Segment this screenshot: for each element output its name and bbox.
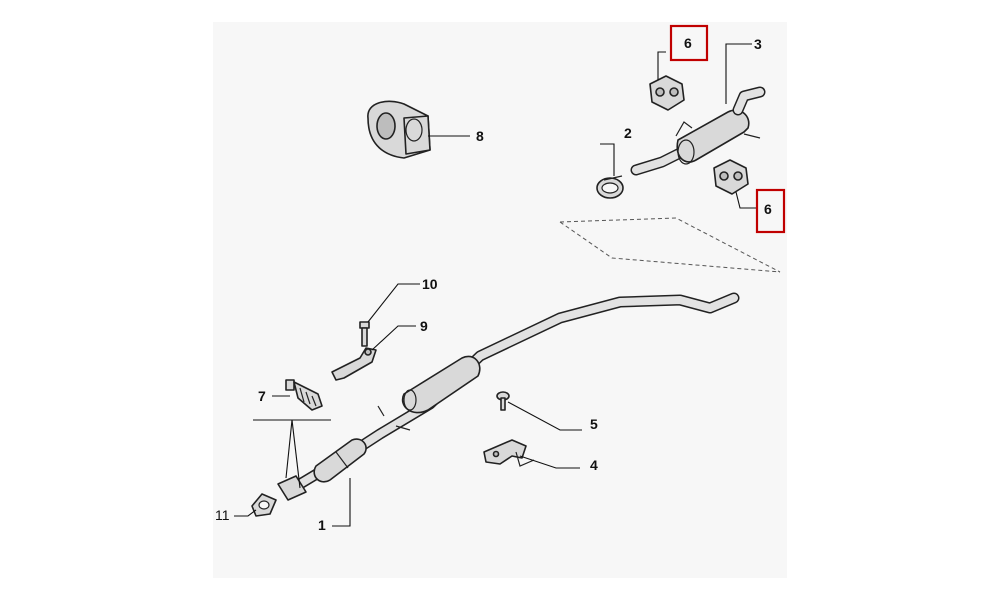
part-7-spring-bolt[interactable]: [285, 379, 323, 411]
callout-1: 1: [318, 517, 326, 533]
leader-lines: [234, 43, 758, 527]
part-10-bolt[interactable]: [359, 321, 370, 347]
callout-9: 9: [420, 318, 428, 334]
part-11-gasket[interactable]: [251, 493, 277, 517]
callout-11: 11: [215, 507, 230, 523]
part-3-rear-muffler[interactable]: [630, 86, 766, 176]
callout-10: 10: [422, 276, 438, 292]
highlight-box-top: [669, 24, 709, 62]
part-5-screw[interactable]: [496, 391, 510, 411]
part-6-hanger-top[interactable]: [649, 75, 685, 111]
callout-3: 3: [754, 36, 762, 52]
callout-6-right: 6: [764, 201, 772, 217]
part-8-rubber-block[interactable]: [367, 100, 431, 159]
part-9-bracket[interactable]: [331, 347, 377, 381]
callout-6-top: 6: [684, 35, 692, 51]
part-1-main-pipe[interactable]: [277, 292, 740, 501]
callout-8: 8: [476, 128, 484, 144]
callout-5: 5: [590, 416, 598, 432]
part-6-hanger-right[interactable]: [713, 159, 749, 195]
callout-2: 2: [624, 125, 632, 141]
part-2-clamp[interactable]: [596, 175, 624, 199]
callout-4: 4: [590, 457, 598, 473]
assembly-dashed-lines: [559, 217, 781, 273]
highlight-box-right: [755, 188, 786, 234]
callout-7: 7: [258, 388, 266, 404]
part-4-support-bracket[interactable]: [483, 439, 535, 467]
